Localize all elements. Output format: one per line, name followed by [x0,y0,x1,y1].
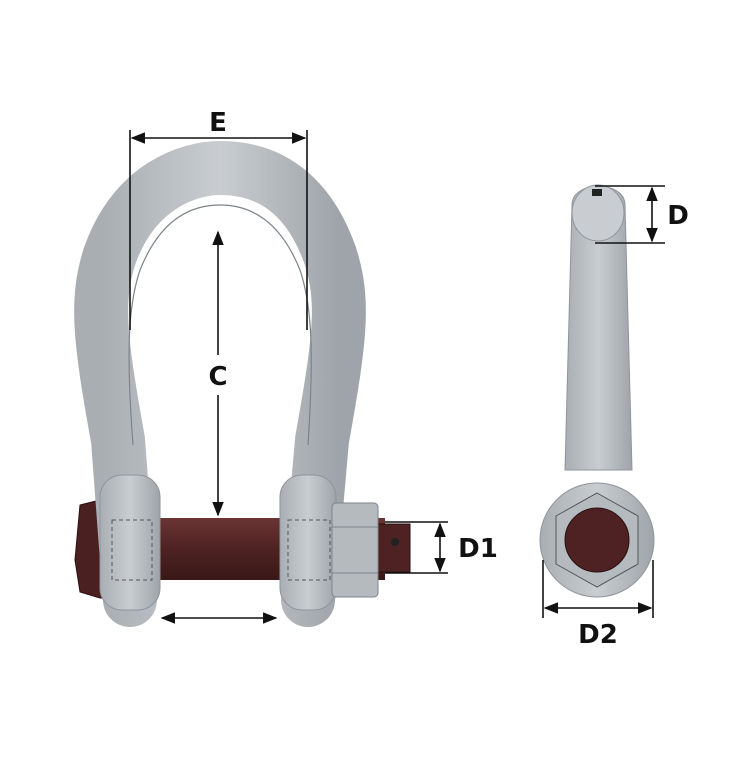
dimension-labels: E C D D1 D2 [208,108,688,650]
shackle-bow [74,140,366,627]
label-e: E [209,108,227,138]
label-d1: D1 [458,534,498,564]
nut [331,502,379,598]
label-d2: D2 [578,620,618,650]
label-d: D [667,201,689,231]
pin-end [564,507,630,573]
bow-outline [128,204,312,446]
dimension-lines [129,130,665,624]
right-eye [279,474,337,611]
left-eye [99,474,161,611]
side-view [539,184,655,598]
cotter-hole [391,538,399,546]
label-c: C [208,362,227,392]
front-view [74,140,411,627]
